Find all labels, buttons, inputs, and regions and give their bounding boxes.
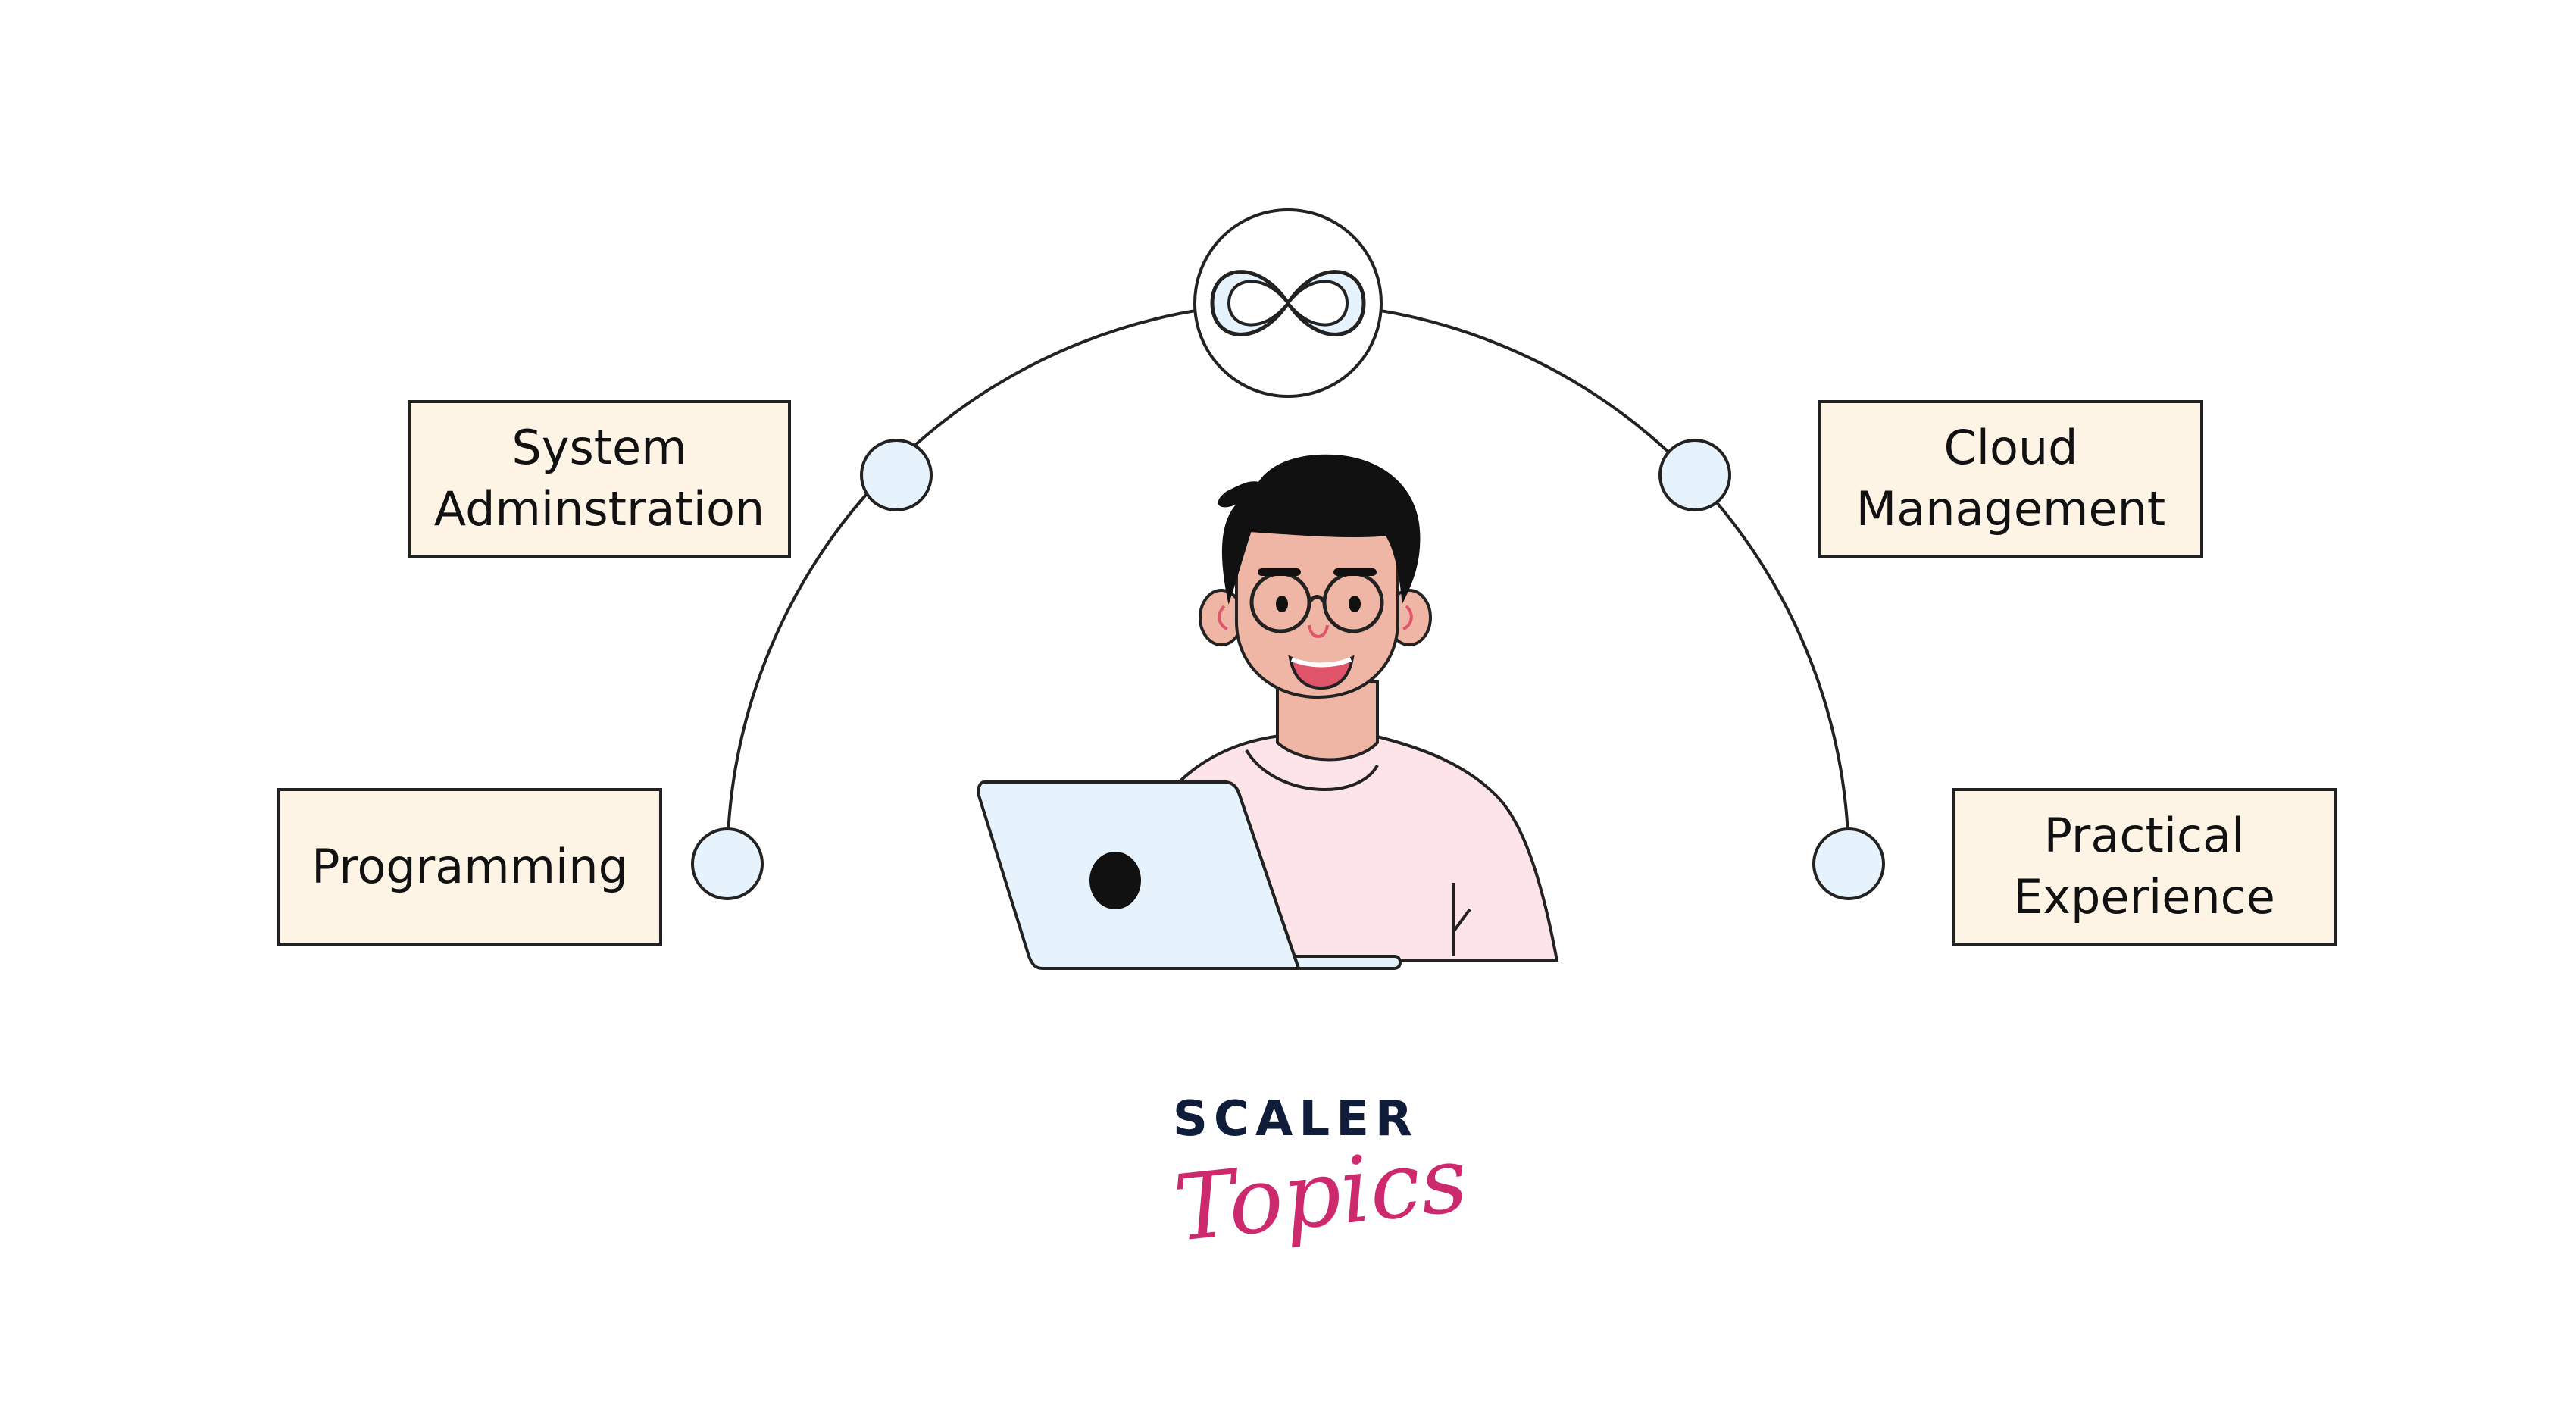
- node-programming: [691, 827, 764, 900]
- shirt-crease: [1452, 883, 1471, 956]
- skill-box-practical-experience: Practical Experience: [1952, 788, 2337, 946]
- skill-label-line-1: Cloud: [1943, 420, 2078, 476]
- skill-box-system-administration: System Adminstration: [408, 400, 791, 558]
- skill-label-line-1: System: [511, 420, 687, 476]
- skill-box-cloud-management: Cloud Management: [1818, 400, 2203, 558]
- skill-box-programming: Programming: [277, 788, 662, 946]
- logo-wordmark-script: Topics: [1169, 1127, 1473, 1262]
- developer-illustration: [977, 454, 1559, 970]
- scaler-topics-logo: SCALER Topics: [1167, 1091, 1472, 1303]
- laptop-base: [1286, 955, 1402, 970]
- neck: [1276, 680, 1379, 762]
- infinity-icon: [1210, 270, 1366, 336]
- node-cloud-management: [1658, 439, 1731, 511]
- skill-label-line-2: Experience: [2013, 869, 2275, 924]
- skill-label-line-1: Practical: [2043, 808, 2245, 864]
- laptop-logo: [1089, 852, 1141, 909]
- skill-label-line-2: Management: [1855, 481, 2166, 536]
- skill-label-line-1: Programming: [311, 838, 628, 894]
- node-practical-experience: [1812, 827, 1885, 900]
- hair: [1218, 454, 1421, 605]
- skill-label-line-2: Adminstration: [433, 481, 765, 536]
- logo-wordmark-top: SCALER: [1172, 1091, 1419, 1147]
- node-system-administration: [860, 439, 933, 511]
- collar: [1245, 749, 1379, 792]
